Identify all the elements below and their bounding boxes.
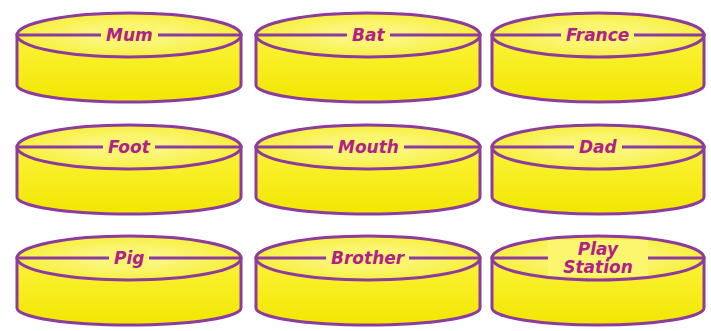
cylinder-node: Dad [489,117,707,217]
cylinder-shape [14,5,244,105]
cylinder-node: Play Station [489,228,707,328]
node-label: Mum [101,26,158,44]
cylinder-node: Pig [14,228,244,328]
cylinder-node: Foot [14,117,244,217]
node-label: Foot [103,138,155,156]
cylinder-shape [253,228,483,328]
node-label: France [561,26,634,44]
cylinder-node: France [489,5,707,105]
cylinder-node: Bat [253,5,483,105]
cylinder-shape [489,5,707,105]
node-label: Mouth [333,138,404,156]
node-label: Dad [574,138,622,156]
cylinder-node: Brother [253,228,483,328]
node-label: Bat [347,26,390,44]
node-label: Pig [109,249,149,267]
cylinder-shape [489,117,707,217]
cylinder-shape [253,117,483,217]
cylinder-shape [253,5,483,105]
cylinder-shape [14,117,244,217]
cylinder-node: Mouth [253,117,483,217]
node-label: Brother [326,249,409,267]
cylinder-node: Mum [14,5,244,105]
cylinder-shape [14,228,244,328]
node-label: Play Station [548,240,648,276]
